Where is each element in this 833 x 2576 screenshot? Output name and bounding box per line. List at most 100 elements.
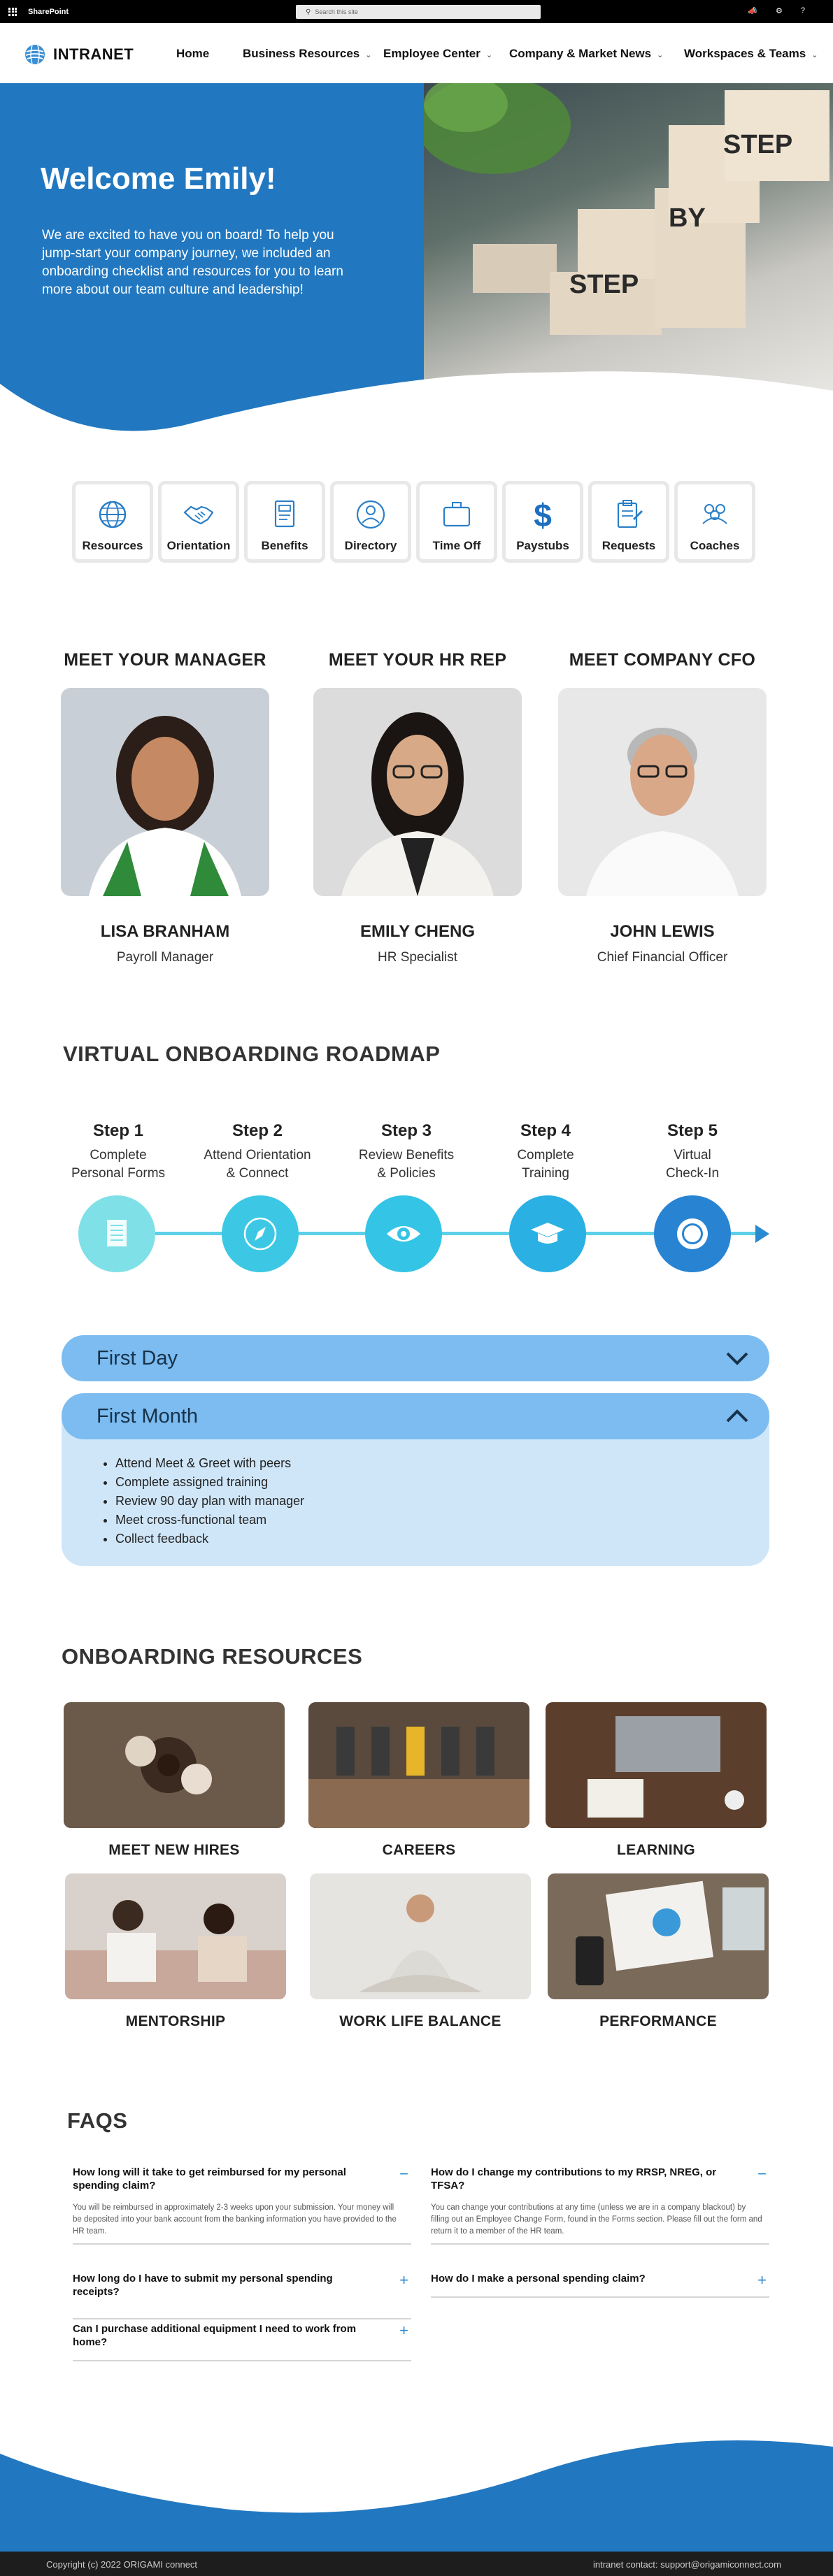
roadmap-title: VIRTUAL ONBOARDING ROADMAP [63, 1042, 441, 1066]
tile-label: Directory [344, 539, 397, 552]
sharepoint-label[interactable]: SharePoint [28, 7, 69, 16]
person-name: EMILY CHENG [359, 922, 476, 941]
nav-label: Employee Center [383, 47, 480, 60]
tile-paystubs[interactable]: $ Paystubs [502, 481, 583, 563]
contact-text[interactable]: intranet contact: support@origamiconnect… [593, 2559, 781, 2570]
hero-blue-panel [0, 83, 424, 433]
resource-label: PERFORMANCE [599, 2013, 717, 2029]
collapse-icon[interactable]: − [757, 2165, 767, 2182]
meet-cfo-card: MEET COMPANY CFO JOHN LEWIS Chief Financ… [557, 650, 767, 965]
expand-icon[interactable]: + [399, 2322, 408, 2339]
resource-image [310, 1873, 531, 1999]
tile-directory[interactable]: Directory [330, 481, 411, 563]
expand-icon[interactable]: + [757, 2271, 767, 2289]
tile-time-off[interactable]: Time Off [416, 481, 497, 563]
benefits-doc-icon [274, 500, 295, 528]
step-line: & Connect [226, 1166, 289, 1181]
expand-icon[interactable]: + [399, 2271, 408, 2289]
chevron-down-icon: ⌄ [657, 51, 664, 59]
people-icon [702, 504, 727, 524]
resource-image [548, 1873, 769, 1999]
faq-answer: You can change your contributions at any… [431, 2203, 762, 2236]
list-item: Attend Meet & Greet with peers [115, 1454, 304, 1473]
resource-careers[interactable]: CAREERS [308, 1702, 529, 1859]
nav-business-resources[interactable]: Business Resources⌄ [243, 47, 371, 61]
tile-resources[interactable]: Resources [72, 481, 153, 563]
resource-label: LEARNING [616, 1842, 696, 1858]
resource-learning[interactable]: LEARNING [546, 1702, 767, 1859]
nav-label: Workspaces & Teams [684, 47, 806, 60]
gear-icon[interactable]: ⚙ [776, 7, 783, 15]
resource-image [64, 1702, 285, 1828]
tile-benefits[interactable]: Benefits [244, 481, 325, 563]
faq-item[interactable]: How do I change my contributions to my R… [431, 2166, 769, 2245]
nav-workspaces-teams[interactable]: Workspaces & Teams ⌄ [684, 47, 818, 61]
step-2-circle[interactable] [222, 1195, 299, 1272]
globe-icon [99, 501, 127, 528]
eye-icon [387, 1226, 420, 1242]
faq-item[interactable]: How long will it take to get reimbursed … [73, 2166, 411, 2245]
search-placeholder: Search this site [315, 8, 358, 15]
accordion-label: First Day [97, 1347, 178, 1369]
tile-label: Resources [82, 539, 143, 552]
search-icon: ⚲ [306, 8, 311, 16]
resource-mentorship[interactable]: MENTORSHIP [65, 1873, 286, 2030]
chevron-down-icon: ⌄ [485, 51, 493, 59]
wooden-blocks-image: STEP BY STEP [417, 76, 830, 335]
dollar-icon: $ [534, 498, 552, 531]
photo-word: STEP [569, 270, 639, 299]
faq-item[interactable]: How do I make a personal spending claim?… [431, 2272, 769, 2298]
tile-orientation[interactable]: Orientation [158, 481, 239, 563]
compass-icon [243, 1217, 277, 1251]
step-1-circle[interactable] [78, 1195, 155, 1272]
welcome-text: We are excited to have you on board! To … [42, 228, 343, 297]
tile-requests[interactable]: Requests [588, 481, 669, 563]
first-month-list: Attend Meet & Greet with peers Complete … [115, 1454, 304, 1548]
tile-label: Requests [601, 539, 656, 552]
resource-label: WORK LIFE BALANCE [339, 2013, 501, 2029]
step-5-circle[interactable] [654, 1195, 731, 1272]
faq-item[interactable]: Can I purchase additional equipment I ne… [73, 2322, 411, 2361]
faq-answer: You will be reimbursed in approximately … [73, 2203, 397, 2236]
accordion-first-month[interactable]: First Month [62, 1393, 769, 1439]
hero-banner: STEP BY STEP Welcome Emily! We are excit… [0, 76, 833, 447]
faq-question: How do I make a personal spending claim? [431, 2273, 646, 2284]
resource-work-life-balance[interactable]: WORK LIFE BALANCE [310, 1873, 531, 2030]
tile-label: Paystubs [516, 539, 569, 552]
top-navigation: INTRANET Home Business Resources⌄ Employ… [0, 23, 833, 83]
faq-question: How long will it take to get reimbursed … [73, 2166, 346, 2192]
meet-hr-card: MEET YOUR HR REP EMILY CHENG HR Speciali… [313, 650, 522, 965]
cfo-photo [558, 688, 767, 896]
step-line: Training [522, 1166, 569, 1181]
chevron-down-icon: ⌄ [811, 51, 818, 59]
site-search-input[interactable]: ⚲ Search this site [296, 5, 541, 19]
help-icon[interactable]: ? [800, 6, 805, 15]
nav-employee-center[interactable]: Employee Center ⌄ [383, 47, 492, 61]
step-4-circle[interactable] [509, 1195, 586, 1272]
resource-performance[interactable]: PERFORMANCE [548, 1873, 769, 2030]
accordion-label: First Month [97, 1405, 199, 1427]
megaphone-icon[interactable]: 📣 [748, 7, 757, 15]
faqs-title: FAQS [67, 2108, 128, 2133]
intranet-logo[interactable]: INTRANET [24, 43, 134, 66]
nav-home[interactable]: Home [176, 47, 209, 61]
nav-company-market-news[interactable]: Company & Market News⌄ [509, 47, 663, 61]
tile-coaches[interactable]: Coaches [674, 481, 755, 563]
faq-item[interactable]: How long do I have to submit my personal… [73, 2272, 411, 2319]
accordion-first-day[interactable]: First Day [62, 1335, 769, 1381]
person-name: JOHN LEWIS [610, 922, 715, 941]
resource-meet-new-hires[interactable]: MEET NEW HIRES [64, 1702, 285, 1859]
photo-word: BY [669, 203, 706, 233]
app-launcher-icon[interactable] [8, 7, 17, 16]
tile-label: Time Off [432, 539, 481, 552]
faq-question: How do I change my contributions to my R… [431, 2166, 717, 2192]
collapse-icon[interactable]: − [399, 2165, 408, 2182]
meet-manager-card: MEET YOUR MANAGER LISA BRANHAM Payroll M… [60, 650, 270, 965]
step-3-circle[interactable] [365, 1195, 442, 1272]
step-line: & Policies [377, 1166, 436, 1181]
nav-label: Business Resources [243, 47, 360, 60]
